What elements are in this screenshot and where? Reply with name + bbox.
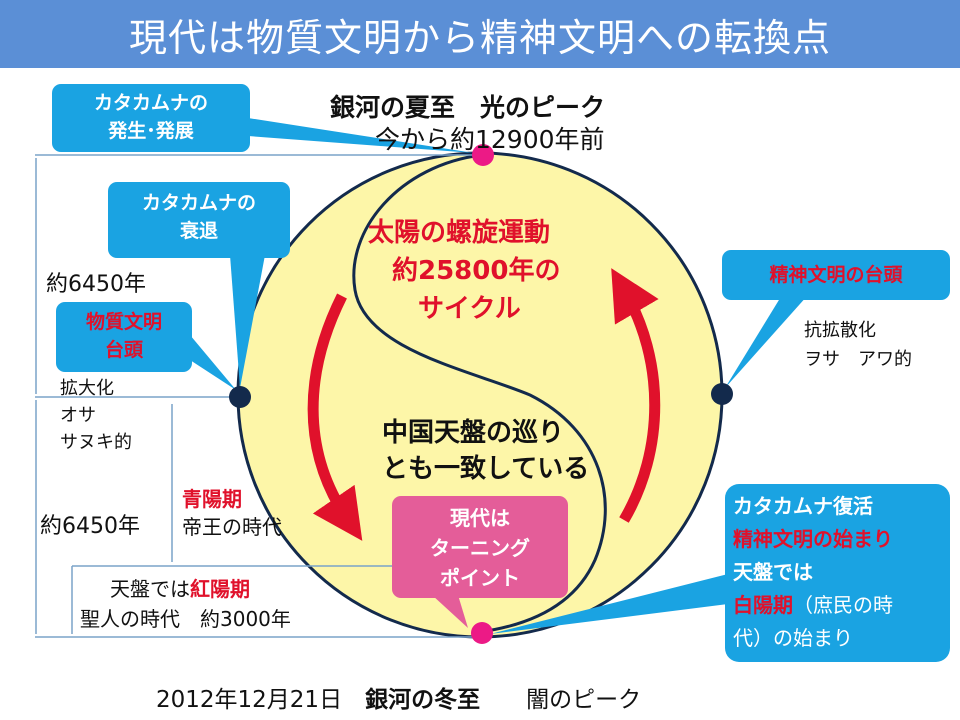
sanuki-label: サヌキ的 xyxy=(60,432,132,453)
callout-origin xyxy=(52,84,250,152)
summer-solstice-dot xyxy=(472,144,494,166)
callout-decline-pointer xyxy=(230,255,265,388)
callout-origin-text: カタカムナの 発生･発展 xyxy=(93,92,208,142)
osa-label: オサ xyxy=(60,405,96,426)
red-yang-line: 天盤では紅陽期 xyxy=(110,577,250,601)
anti-expansion-label: 抗拡散化 xyxy=(804,320,876,341)
arrow-right-upward xyxy=(611,268,661,523)
page-title: 現代は物質文明から精神文明への転換点 xyxy=(128,15,831,60)
callout-origin-pointer xyxy=(248,118,474,153)
callout-revival-pointer xyxy=(490,574,728,634)
callout-modern-pointer xyxy=(432,595,468,628)
callout-material xyxy=(56,302,192,372)
callout-modern xyxy=(392,496,568,598)
arrow-left-downward xyxy=(307,293,363,541)
callout-spiritual-pointer xyxy=(725,295,808,388)
emperor-era-label: 帝王の時代 xyxy=(182,515,282,539)
cycle-label: サイクル xyxy=(418,294,521,324)
callout-material-text: 物質文明 台頭 xyxy=(85,311,162,361)
callout-decline xyxy=(108,182,290,258)
callout-spiritual-text: 精神文明の台頭 xyxy=(769,264,903,286)
bottom-caption: 2012年12月21日 銀河の冬至 闇のピーク xyxy=(156,687,642,713)
callout-revival xyxy=(725,484,950,662)
callout-modern-text: 現代は ターニング ポイント xyxy=(430,506,530,590)
china-tenban-label: 中国天盤の巡り xyxy=(382,418,565,448)
coincide-label: とも一致している xyxy=(382,454,590,484)
callout-revival-text: カタカムナ復活 精神文明の始まり 天盤では 白陽期（庶民の時 代）の始まり xyxy=(733,494,893,650)
upper-years-label: 約6450年 xyxy=(46,272,146,297)
callout-decline-text: カタカムナの 衰退 xyxy=(141,192,256,242)
wosa-awa-label: ヲサ アワ的 xyxy=(804,349,912,370)
callout-spiritual xyxy=(722,250,950,300)
expansion-label: 拡大化 xyxy=(60,378,114,399)
lower-years-label: 約6450年 xyxy=(40,514,140,539)
left-turning-dot xyxy=(229,386,251,408)
winter-solstice-dot xyxy=(471,622,493,644)
right-turning-dot xyxy=(711,383,733,405)
blue-yang-label: 青陽期 xyxy=(182,487,242,511)
spiral-s-curve xyxy=(352,153,607,634)
saint-era-label: 聖人の時代 約3000年 xyxy=(80,607,291,631)
title-bar: 現代は物質文明から精神文明への転換点 xyxy=(0,0,960,68)
summer-solstice-label: 銀河の夏至 光のピーク xyxy=(330,93,606,122)
callout-material-pointer xyxy=(190,335,236,390)
cycle-years-label: 約25800年の xyxy=(392,256,561,286)
spiral-motion-label: 太陽の螺旋運動 xyxy=(368,218,551,248)
years-ago-label: 今から約12900年前 xyxy=(375,125,605,154)
